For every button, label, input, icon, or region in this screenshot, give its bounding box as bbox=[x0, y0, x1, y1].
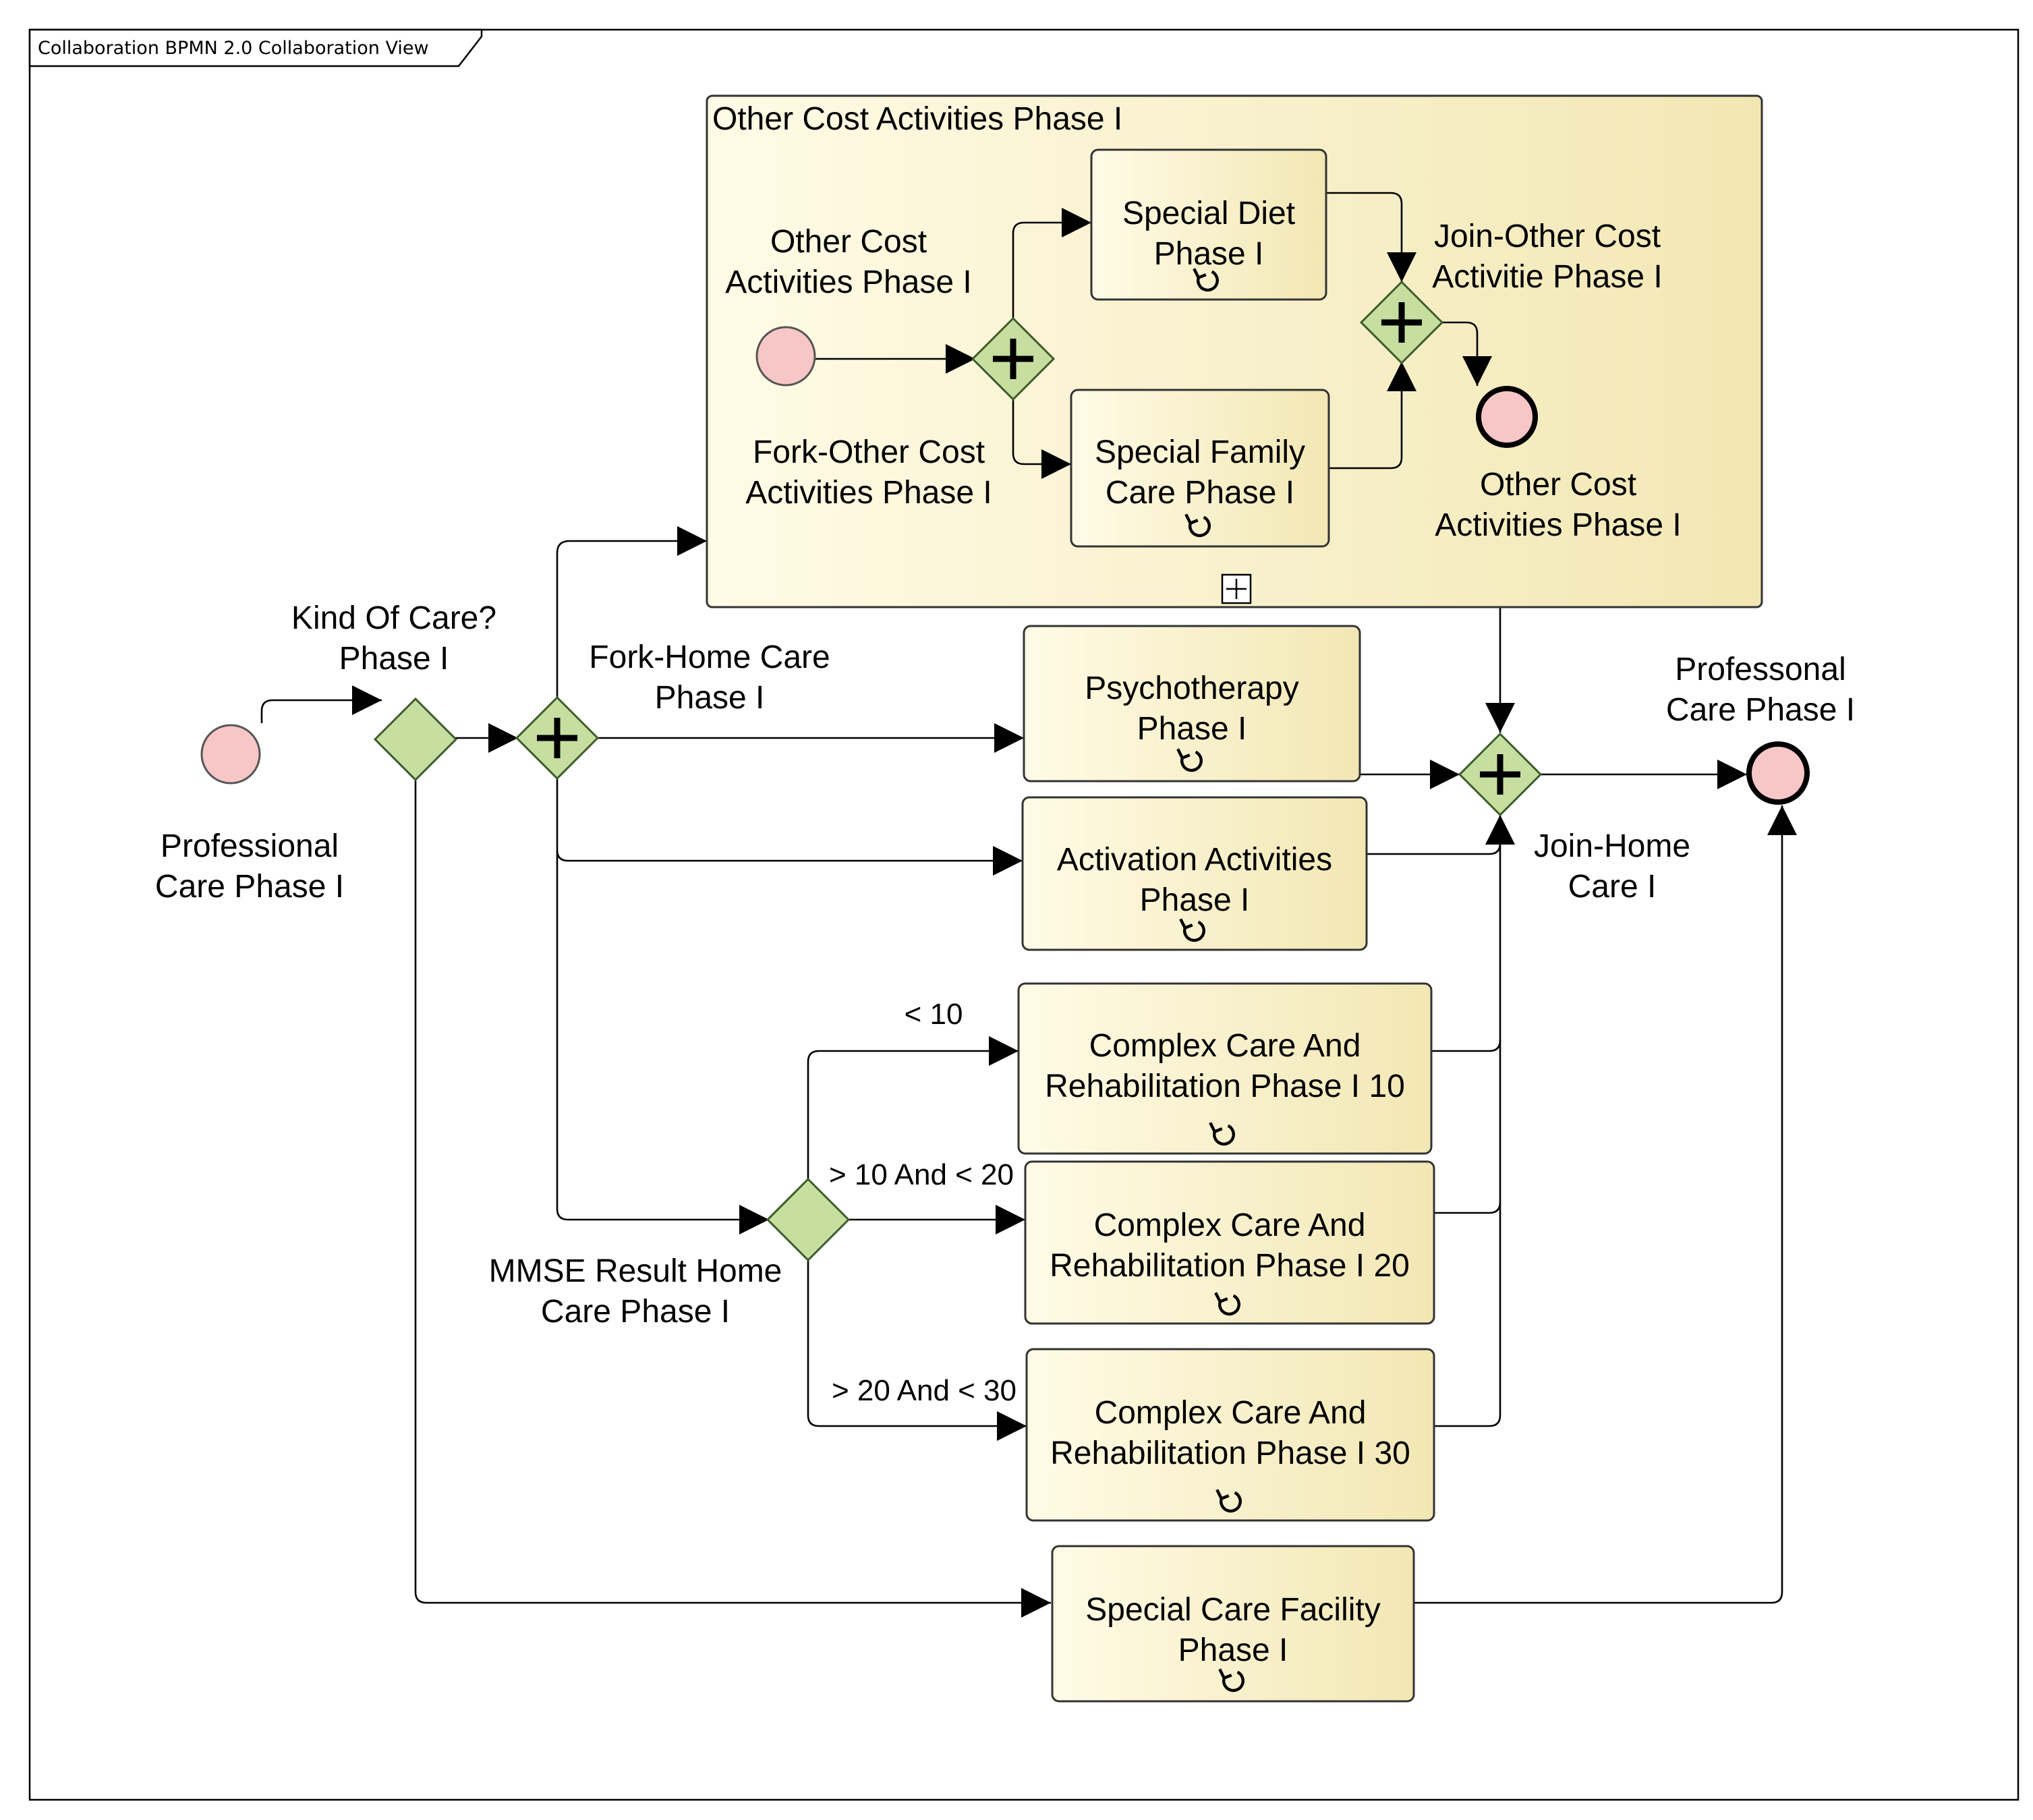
task-label: Phase I bbox=[1137, 711, 1247, 747]
kind-of-care-gateway[interactable] bbox=[373, 697, 458, 782]
mmse-gateway[interactable] bbox=[766, 1177, 851, 1262]
main-end-event[interactable] bbox=[1746, 741, 1810, 805]
sequence-flows bbox=[260, 526, 1797, 1618]
task-activation-activities[interactable]: Activation Activities Phase I bbox=[1021, 796, 1368, 951]
parallel-plus-icon bbox=[1381, 302, 1422, 343]
task-label: Activation Activities bbox=[1057, 842, 1332, 878]
task-label: Complex Care And bbox=[1094, 1207, 1366, 1243]
task-label: Complex Care And bbox=[1089, 1028, 1361, 1064]
sub-start-event[interactable] bbox=[755, 326, 816, 387]
sub-fork-label-2: Activities Phase I bbox=[745, 475, 992, 511]
sub-end-label-1: Other Cost bbox=[1480, 467, 1636, 503]
parallel-plus-icon bbox=[993, 339, 1033, 379]
join-home-care-gateway[interactable] bbox=[1458, 732, 1543, 817]
frame-title: Collaboration BPMN 2.0 Collaboration Vie… bbox=[38, 38, 429, 59]
parallel-plus-icon bbox=[1480, 754, 1520, 795]
flow-mmse-to-complex30[interactable] bbox=[807, 1259, 1027, 1441]
flow-sub-family-to-join[interactable] bbox=[1329, 362, 1416, 470]
condition-mid: > 10 And < 20 bbox=[829, 1158, 1014, 1191]
task-label: Special Care Facility bbox=[1085, 1592, 1380, 1628]
condition-lt10: < 10 bbox=[905, 998, 963, 1031]
flow-fork-to-mmse[interactable] bbox=[556, 850, 769, 1234]
mmse-label-2: Care Phase I bbox=[541, 1294, 730, 1330]
kind-of-care-label-1: Kind Of Care? bbox=[291, 600, 496, 636]
fork-home-label-2: Phase I bbox=[655, 680, 765, 716]
flow-kindofcare-to-specialcare[interactable] bbox=[414, 777, 1051, 1618]
task-special-family-care[interactable]: Special Family Care Phase I bbox=[1070, 389, 1330, 548]
flow-sub-fork-to-diet[interactable] bbox=[1012, 208, 1091, 321]
flow-sub-diet-to-join[interactable] bbox=[1326, 192, 1416, 282]
task-label: Care Phase I bbox=[1106, 475, 1294, 511]
expand-marker-plus bbox=[1226, 579, 1247, 599]
task-label: Complex Care And bbox=[1095, 1395, 1367, 1431]
task-special-care-facility[interactable]: Special Care Facility Phase I bbox=[1051, 1545, 1415, 1703]
task-label: Phase I bbox=[1178, 1632, 1288, 1668]
kind-of-care-label-2: Phase I bbox=[339, 641, 449, 677]
sub-start-label-2: Activities Phase I bbox=[725, 264, 971, 300]
join-home-label-1: Join-Home bbox=[1534, 828, 1690, 864]
sub-join-gateway[interactable] bbox=[1359, 280, 1444, 365]
flow-specialcare-to-end[interactable] bbox=[1414, 805, 1797, 1604]
flow-mmse-to-complex10[interactable] bbox=[807, 1036, 1019, 1181]
task-label: Psychotherapy bbox=[1085, 671, 1299, 706]
task-label: Phase I bbox=[1154, 236, 1264, 272]
join-home-label-2: Care I bbox=[1568, 869, 1657, 905]
sub-end-event[interactable] bbox=[1476, 386, 1538, 448]
subprocess-other-cost[interactable]: Other Cost Activities Phase I Other Cost… bbox=[706, 94, 1763, 608]
task-label: Rehabilitation Phase I 10 bbox=[1045, 1069, 1405, 1104]
flow-fork-to-subprocess[interactable] bbox=[556, 526, 707, 699]
main-start-event[interactable] bbox=[200, 724, 261, 785]
sub-start-label-1: Other Cost bbox=[770, 224, 927, 260]
task-label: Phase I bbox=[1140, 882, 1250, 918]
parallel-plus-icon bbox=[537, 718, 577, 758]
sub-fork-gateway[interactable] bbox=[971, 316, 1056, 401]
flow-sub-fork-to-family[interactable] bbox=[1012, 398, 1071, 479]
subprocess-title: Other Cost Activities Phase I bbox=[712, 101, 1122, 137]
task-complex-care-20[interactable]: Complex Care And Rehabilitation Phase I … bbox=[1024, 1160, 1435, 1325]
task-complex-care-30[interactable]: Complex Care And Rehabilitation Phase I … bbox=[1025, 1348, 1435, 1522]
mmse-label-1: MMSE Result Home bbox=[489, 1253, 782, 1289]
flow-start-to-kindofcare[interactable] bbox=[260, 685, 382, 723]
task-complex-care-10[interactable]: Complex Care And Rehabilitation Phase I … bbox=[1017, 982, 1433, 1155]
task-label: Special Diet bbox=[1122, 196, 1295, 231]
flow-sub-join-to-end[interactable] bbox=[1441, 321, 1492, 386]
sub-join-label-2: Activitie Phase I bbox=[1432, 259, 1662, 295]
frame-title-tab bbox=[28, 28, 483, 67]
sub-end-label-2: Activities Phase I bbox=[1435, 507, 1681, 543]
task-psychotherapy[interactable]: Psychotherapy Phase I bbox=[1023, 625, 1361, 783]
task-label: Rehabilitation Phase I 20 bbox=[1050, 1248, 1410, 1284]
fork-home-label-1: Fork-Home Care bbox=[589, 639, 830, 675]
task-label: Rehabilitation Phase I 30 bbox=[1050, 1435, 1410, 1471]
main-start-label-1: Professional bbox=[161, 828, 339, 864]
flow-complex30-to-join[interactable] bbox=[1434, 815, 1515, 1427]
sub-fork-label-1: Fork-Other Cost bbox=[753, 434, 985, 470]
main-end-label-1: Professonal bbox=[1675, 652, 1845, 687]
fork-home-care-gateway[interactable] bbox=[515, 695, 600, 780]
sub-join-label-1: Join-Other Cost bbox=[1434, 219, 1661, 254]
condition-high: > 20 And < 30 bbox=[832, 1374, 1016, 1407]
task-special-diet[interactable]: Special Diet Phase I bbox=[1090, 148, 1327, 301]
main-end-label-2: Care Phase I bbox=[1666, 692, 1855, 728]
task-label: Special Family bbox=[1095, 434, 1305, 470]
main-start-label-2: Care Phase I bbox=[155, 869, 344, 905]
